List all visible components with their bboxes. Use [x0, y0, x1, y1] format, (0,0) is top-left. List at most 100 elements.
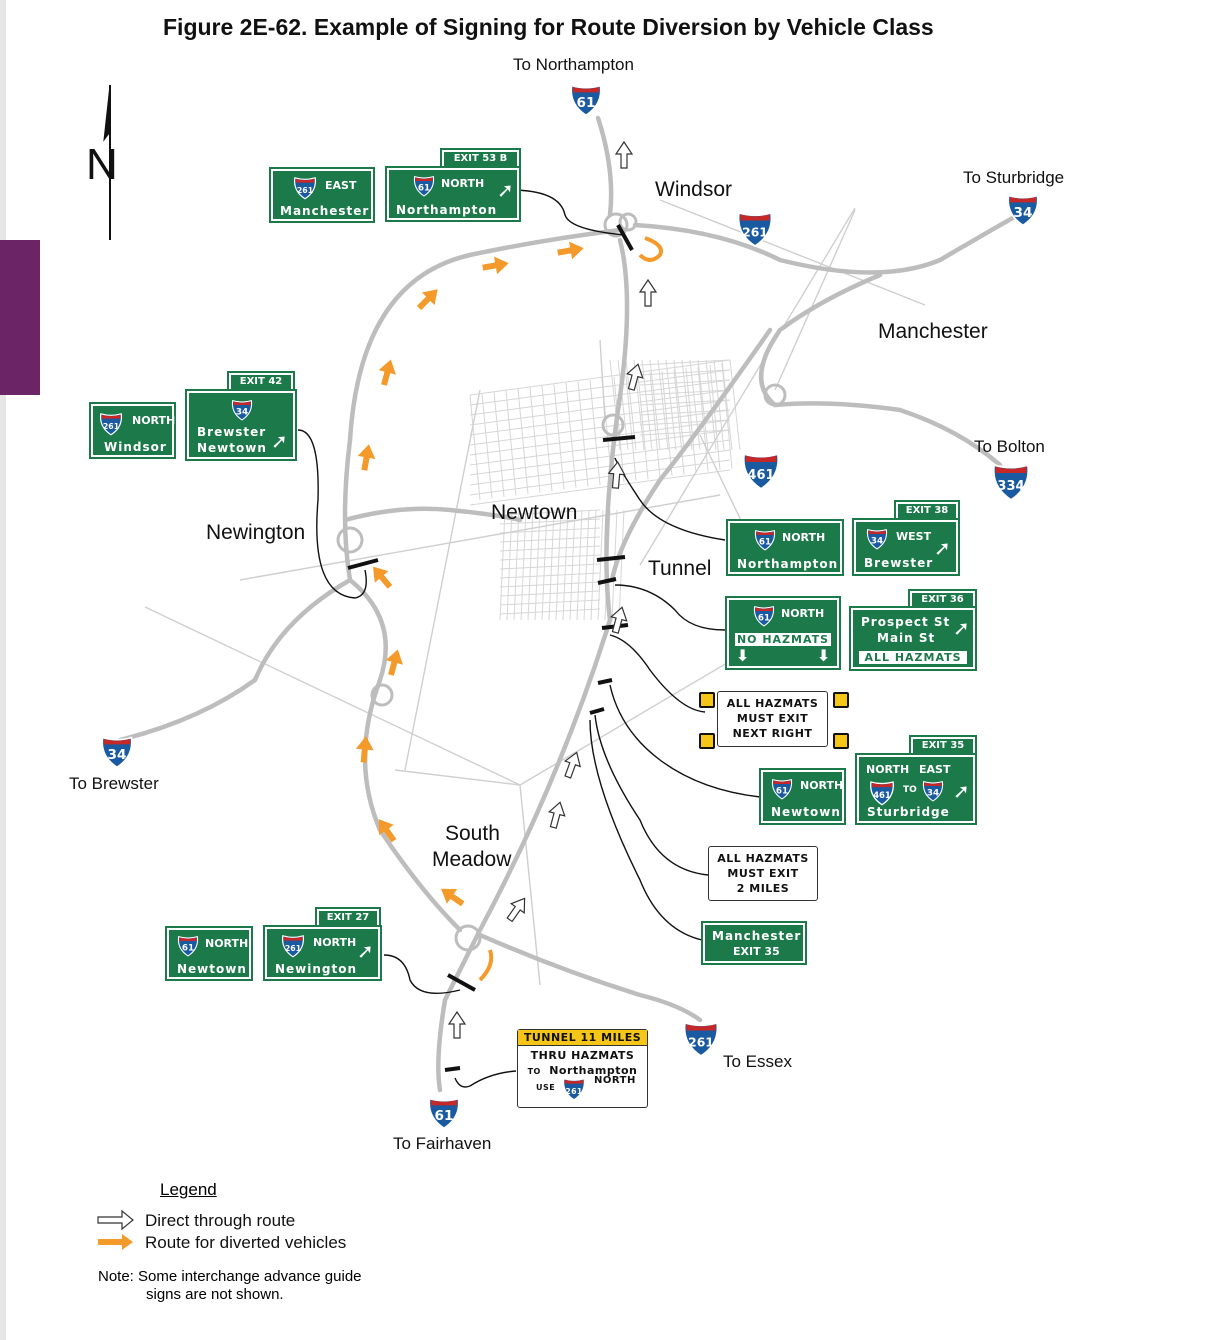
- sign-destination: Northampton: [396, 203, 498, 217]
- grid-street: [469, 469, 731, 506]
- label-to-fairhaven: To Fairhaven: [393, 1134, 492, 1153]
- sign-line-1: ALL HAZMATS: [726, 697, 819, 710]
- label-meadow: Meadow: [432, 848, 512, 871]
- sign-line-2: MUST EXIT: [736, 712, 809, 725]
- grid-street: [649, 372, 661, 478]
- grid-street: [649, 359, 661, 451]
- grid-street: [639, 389, 731, 396]
- shield-number: 261: [297, 186, 313, 195]
- grid-street: [625, 375, 637, 481]
- grid-street: [639, 419, 731, 426]
- sign-line-2: MUST EXIT: [727, 867, 799, 880]
- up-right-arrow-icon: ➚: [271, 429, 288, 453]
- grid-street: [637, 373, 649, 480]
- guide-sign-261-north-windsor: 261 NORTH Windsor: [89, 402, 176, 459]
- sign-direction: NORTH: [781, 607, 825, 620]
- grid-street: [469, 389, 731, 426]
- up-right-arrow-icon: ➚: [357, 939, 374, 963]
- route-34-shield-icon: 34: [231, 399, 253, 425]
- sign-destination-1: Brewster: [197, 425, 267, 439]
- grid-street: [499, 509, 601, 516]
- shield-number: 261: [742, 226, 768, 240]
- interstate-334-shield: 334: [991, 462, 1031, 507]
- grid-street: [499, 527, 601, 534]
- direct-route-arrow: [625, 363, 644, 391]
- shield-number: 34: [236, 407, 248, 417]
- grid-street: [689, 359, 701, 451]
- interstate-34-shield-sturbridge: 34: [1006, 193, 1040, 232]
- tunnel-hazmat-route-sign: TUNNEL 11 MILES THRU HAZMATS TO Northamp…: [517, 1029, 648, 1108]
- diverted-route-arrow: [378, 819, 397, 843]
- grid-street: [499, 563, 601, 570]
- grid-street: [469, 409, 731, 446]
- grid-street: [469, 429, 731, 466]
- note-line-2: signs are not shown.: [146, 1286, 284, 1303]
- shield-number: 261: [285, 944, 301, 953]
- shield-number: 34: [871, 536, 883, 546]
- sign-destination: Brewster: [864, 556, 934, 570]
- north-arrow: [103, 84, 111, 240]
- sign-use: USE: [536, 1083, 556, 1092]
- grid-street: [499, 572, 601, 579]
- grid-street: [639, 429, 731, 436]
- guide-sign-61-north-newtown-low: 61 NORTH Newtown: [165, 926, 253, 981]
- sign-destination: Northampton: [737, 557, 839, 571]
- guide-sign-61-north-no-hazmats: 61 NORTH NO HAZMATS ⬇ ⬇: [725, 596, 841, 670]
- hazmat-2-miles-sign: ALL HAZMATS MUST EXIT 2 MILES: [708, 846, 818, 901]
- guide-sign-61-north-northampton-exit: 61 NORTH Northampton ➚: [385, 166, 521, 222]
- diverted-route-arrow: [385, 649, 403, 676]
- direct-route-arrow: [506, 897, 526, 923]
- grid-street: [469, 379, 731, 416]
- tunnel-distance-panel: TUNNEL 11 MILES: [518, 1030, 647, 1046]
- legend-direct-route: Direct through route: [145, 1211, 296, 1230]
- shield-number: 61: [577, 95, 596, 111]
- direct-route-arrow: [547, 801, 566, 829]
- up-right-arrow-icon: ➚: [934, 536, 951, 560]
- guide-sign-34-brewster-newtown: 34 Brewster Newtown ➚: [185, 389, 297, 461]
- grid-street: [469, 394, 481, 501]
- label-south: South: [445, 822, 500, 845]
- grid-street: [517, 388, 529, 495]
- grid-street: [499, 581, 601, 588]
- flashing-beacon-top-left: [699, 692, 715, 708]
- grid-street: [505, 390, 517, 496]
- sign-exit-number: EXIT 35: [733, 945, 780, 958]
- label-to-brewster: To Brewster: [69, 774, 159, 793]
- sign-direction: NORTH: [782, 531, 826, 544]
- direct-route-arrow: [609, 606, 628, 634]
- diverted-route-arrow: [355, 736, 374, 763]
- direct-route-arrow: [638, 278, 658, 307]
- sign-direction: NORTH: [441, 177, 485, 190]
- route-61-shield-icon: 61: [771, 778, 793, 804]
- hazmat-next-right-sign: ALL HAZMATS MUST EXIT NEXT RIGHT: [717, 691, 828, 747]
- shield-number: 34: [927, 788, 939, 798]
- guide-sign-61-north-newtown-mid: 61 NORTH Newtown: [759, 768, 846, 825]
- sign-direction-1: NORTH: [866, 763, 910, 776]
- exit-tab-42: EXIT 42: [227, 371, 295, 393]
- route-34-shield-icon: 34: [922, 780, 944, 806]
- grid-street: [697, 359, 709, 451]
- grid-street: [506, 509, 513, 621]
- all-hazmats-panel: ALL HAZMATS: [859, 651, 967, 664]
- grid-street: [499, 545, 601, 552]
- curve-arrow: [478, 949, 494, 982]
- shield-number: 34: [108, 747, 127, 763]
- label-to-bolton: To Bolton: [974, 437, 1045, 456]
- grid-street: [729, 359, 741, 451]
- interstate-461-shield: 461: [741, 451, 781, 496]
- shield-number: 61: [776, 786, 788, 796]
- grid-street: [499, 509, 506, 621]
- sign-location-markers: [347, 224, 636, 1072]
- sign-use-line: USE 261 NORTH: [518, 1075, 647, 1101]
- route-261-shield-icon: 261: [562, 1077, 586, 1104]
- shield-number: 61: [758, 613, 770, 623]
- north-label: N: [86, 140, 118, 189]
- route-261-shield-icon: 261: [281, 934, 305, 962]
- down-arrow-icon-left: ⬇: [736, 646, 750, 665]
- label-manchester: Manchester: [878, 320, 988, 343]
- grid-street: [617, 359, 629, 451]
- sign-destination: Manchester: [712, 929, 802, 943]
- grid-street: [481, 393, 493, 499]
- exit-tab-38: EXIT 38: [894, 500, 960, 522]
